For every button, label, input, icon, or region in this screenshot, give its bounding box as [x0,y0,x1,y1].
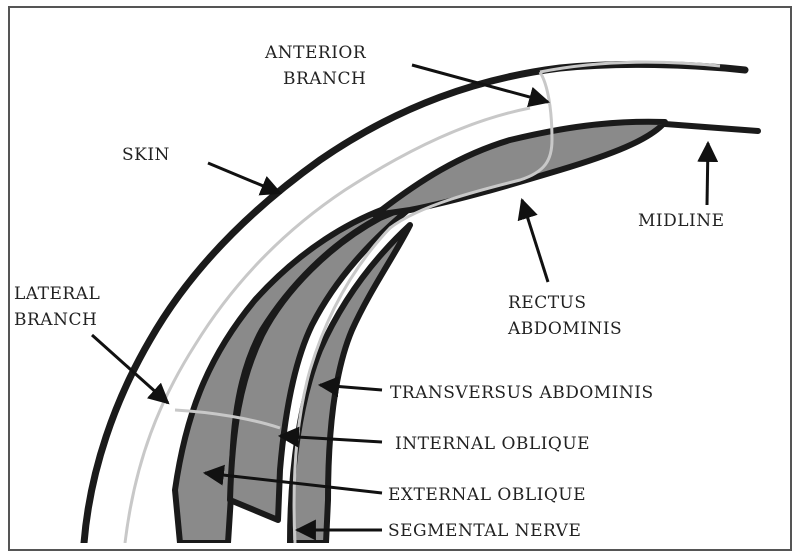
anterior-branch-label-line1: ANTERIOR [264,43,367,63]
rectus-abdominis-label-line2: ABDOMINIS [507,319,622,339]
internal-oblique-label: INTERNAL OBLIQUE [395,434,590,454]
skin-arrow [208,163,280,193]
skin-label: SKIN [122,145,170,165]
midline-label: MIDLINE [638,211,725,231]
rectus-abdominis-muscle [375,122,665,215]
lateral-branch-label-line1: LATERAL [14,284,100,304]
lateral-branch-label-line2: BRANCH [14,310,97,330]
rectus-arrow [522,200,548,282]
lateral-branch-arrow [92,335,168,403]
segmental-nerve-label: SEGMENTAL NERVE [388,521,581,541]
rectus-abdominis-label-line1: RECTUS [508,293,587,313]
midline-arrow [707,143,708,205]
external-oblique-label: EXTERNAL OBLIQUE [388,485,586,505]
transversus-abdominis-label: TRANSVERSUS ABDOMINIS [390,383,654,403]
midline-edge [665,124,758,131]
anterior-branch-label-line2: BRANCH [283,69,366,89]
